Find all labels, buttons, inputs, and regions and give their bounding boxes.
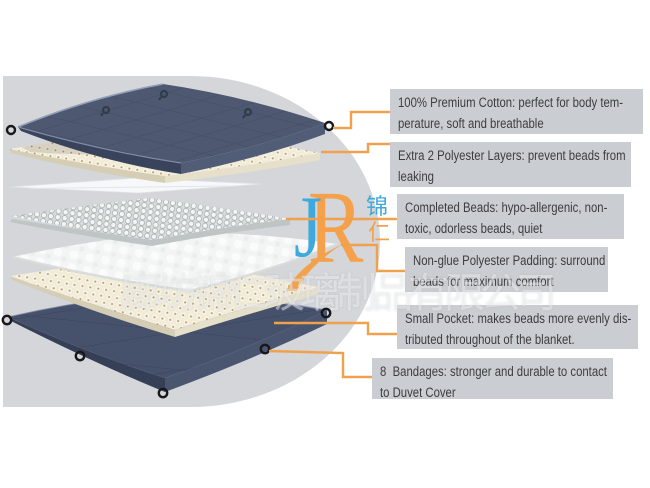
company-watermark: 廊坊锦仁玻璃制品有限公司 (120, 269, 557, 317)
callout-bandages: 8 Bandages: stronger and durable to cont… (372, 358, 613, 400)
callout-completed-beads: Completed Beads: hypo-allergenic, non- t… (397, 194, 624, 239)
logo-letter-r: R (308, 170, 364, 285)
logo-jr: R J 锦 仁 (286, 170, 390, 291)
corner-loops-bottom (1, 307, 332, 399)
logo-cn-bottom: 仁 (368, 221, 390, 246)
logo-swoosh (286, 242, 345, 291)
layer-polyester-padding (11, 232, 339, 293)
callout-premium-cotton: 100% Premium Cotton: perfect for body te… (390, 89, 643, 134)
callout-padding: Non-glue Polyester Padding: surround bea… (405, 247, 608, 292)
layer-beads (10, 198, 290, 246)
callout-polyester-layers: Extra 2 Polyester Layers: prevent beads … (390, 142, 631, 187)
callout-small-pocket: Small Pocket: makes beads more evenly di… (397, 305, 638, 349)
layer-thin-sheet (9, 177, 263, 194)
logo-cn-top: 锦 (366, 195, 388, 220)
corner-loops-top (5, 120, 335, 136)
hooks (100, 89, 253, 119)
layer-top-cotton (5, 83, 335, 174)
